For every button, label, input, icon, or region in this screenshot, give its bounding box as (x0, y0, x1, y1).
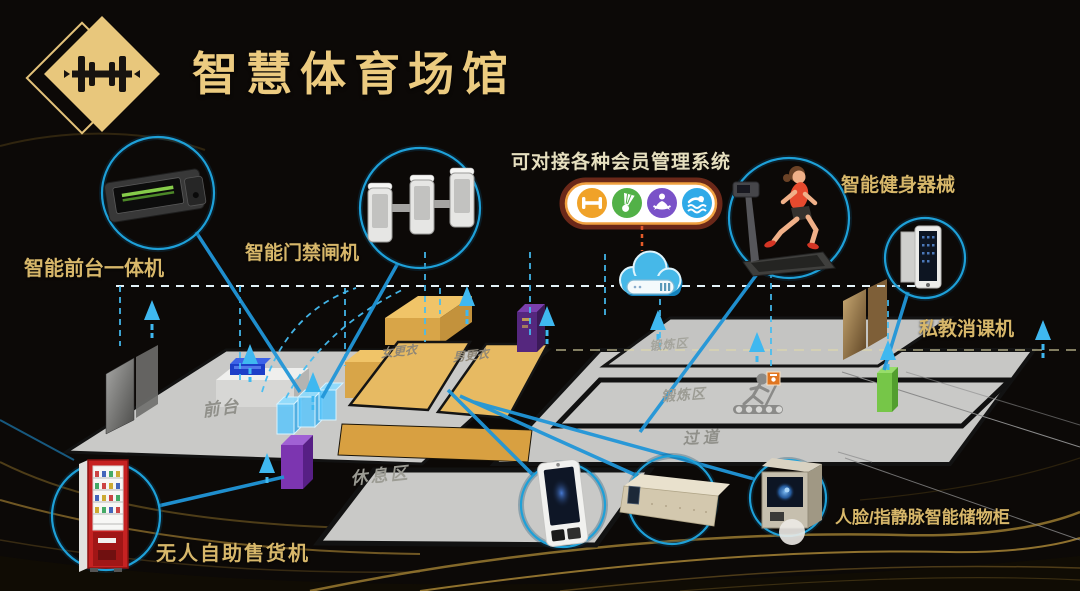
up-arrow-icon (305, 372, 321, 410)
highlight-circle (358, 146, 482, 270)
up-arrows (144, 286, 1051, 483)
highlight-circle (727, 156, 851, 280)
up-arrow-icon (749, 332, 765, 362)
dumbbell-icon (577, 188, 607, 218)
women-changing-plate (347, 340, 473, 412)
connection-lines (0, 226, 938, 508)
label-coach-device: 私教消课机 (919, 319, 1015, 340)
swimmer-icon (682, 188, 712, 218)
device-locker-terminal (747, 457, 829, 545)
device-locker-cabinet (619, 453, 730, 547)
label-exercise-upper-area: 锻炼区 (649, 335, 691, 354)
up-arrow-icon (880, 340, 896, 370)
green-pillar (877, 367, 898, 412)
purple-pillar-bottom (281, 435, 313, 489)
changing-rooms (337, 296, 551, 463)
label-locker-device: 人脸/指静脉智能储物柜 (835, 508, 1010, 527)
equipment-marker-icon (766, 371, 781, 386)
up-arrow-icon (1035, 320, 1051, 358)
device-kiosk (518, 459, 608, 550)
dumbbell-icon (64, 56, 140, 92)
device-vending (49, 459, 163, 573)
device-gate (357, 145, 483, 271)
up-arrow-icon (259, 453, 275, 483)
up-arrow-icon (539, 306, 555, 344)
label-fitness-device: 智能健身器械 (841, 175, 956, 196)
runner-treadmill-icon (733, 371, 783, 414)
highlight-circle (883, 216, 967, 300)
yoga-icon (647, 188, 677, 218)
label-exercise-main-area: 锻炼区 (660, 384, 709, 405)
cloud-server-icon (619, 250, 683, 296)
membership-systems-bar (559, 177, 723, 230)
membership-caption: 可对接各种会员管理系统 (511, 152, 732, 173)
device-coach (882, 215, 968, 301)
label-gate-device: 智能门禁闸机 (245, 243, 360, 264)
wall-panels (105, 279, 887, 435)
label-reception-device: 智能前台一体机 (24, 258, 164, 280)
label-aisle-area: 过道 (682, 428, 726, 449)
runner-figure (764, 166, 819, 250)
device-reception (99, 134, 217, 252)
up-arrow-icon (144, 300, 160, 338)
page-title: 智慧体育场馆 (192, 48, 516, 100)
highlight-circle (100, 135, 216, 251)
brand-logo (25, 16, 160, 135)
badminton-icon (612, 188, 642, 218)
up-arrow-icon (242, 344, 258, 382)
purple-pillar-top (517, 304, 545, 352)
label-vending-device: 无人自助售货机 (156, 543, 310, 565)
up-arrow-icon (459, 286, 475, 324)
up-arrow-icon (650, 310, 666, 340)
device-fitness (726, 155, 852, 281)
